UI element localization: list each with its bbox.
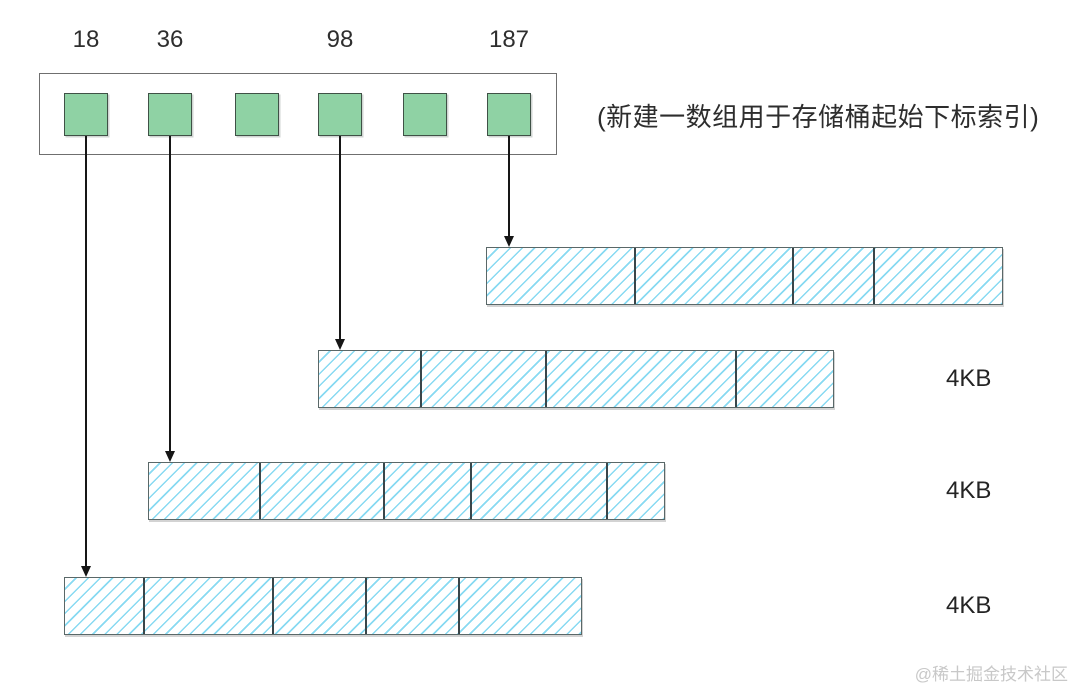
index-value-label: 18 bbox=[72, 26, 100, 53]
bucket-divider bbox=[545, 351, 547, 407]
bucket-divider bbox=[792, 248, 794, 304]
annotation-text: (新建一数组用于存储桶起始下标索引) bbox=[597, 102, 1040, 132]
bucket-divider bbox=[143, 578, 145, 634]
arrow-head-icon bbox=[334, 339, 345, 350]
array-slot-square bbox=[403, 93, 447, 136]
array-slot-square bbox=[318, 93, 362, 136]
array-slot-square bbox=[235, 93, 279, 136]
watermark-text: @稀土掘金技术社区 bbox=[914, 665, 1068, 684]
bucket-divider bbox=[470, 463, 472, 519]
arrow-head-icon bbox=[503, 236, 514, 247]
index-value-label: 36 bbox=[156, 26, 184, 53]
bucket-bar bbox=[148, 462, 665, 520]
array-slot-square bbox=[148, 93, 192, 136]
bucket-size-label: 4KB bbox=[946, 365, 992, 392]
array-slot-square bbox=[64, 93, 108, 136]
bucket-divider bbox=[420, 351, 422, 407]
bucket-bar bbox=[486, 247, 1003, 305]
bucket-divider bbox=[873, 248, 875, 304]
bucket-divider bbox=[634, 248, 636, 304]
bucket-divider bbox=[383, 463, 385, 519]
index-value-label: 98 bbox=[326, 26, 354, 53]
arrow-line bbox=[508, 136, 510, 237]
bucket-divider bbox=[259, 463, 261, 519]
arrow-head-icon bbox=[80, 566, 91, 577]
arrow-line bbox=[85, 136, 87, 567]
bucket-size-label: 4KB bbox=[946, 592, 992, 619]
bucket-divider bbox=[458, 578, 460, 634]
arrow-head-icon bbox=[164, 451, 175, 462]
bucket-size-label: 4KB bbox=[946, 477, 992, 504]
bucket-bar bbox=[318, 350, 834, 408]
bucket-divider bbox=[735, 351, 737, 407]
arrow-line bbox=[339, 136, 341, 340]
bucket-divider bbox=[606, 463, 608, 519]
bucket-bar bbox=[64, 577, 582, 635]
index-array-box bbox=[39, 73, 557, 155]
array-slot-square bbox=[487, 93, 531, 136]
bucket-divider bbox=[272, 578, 274, 634]
index-value-label: 187 bbox=[488, 26, 530, 53]
bucket-divider bbox=[365, 578, 367, 634]
arrow-line bbox=[169, 136, 171, 452]
